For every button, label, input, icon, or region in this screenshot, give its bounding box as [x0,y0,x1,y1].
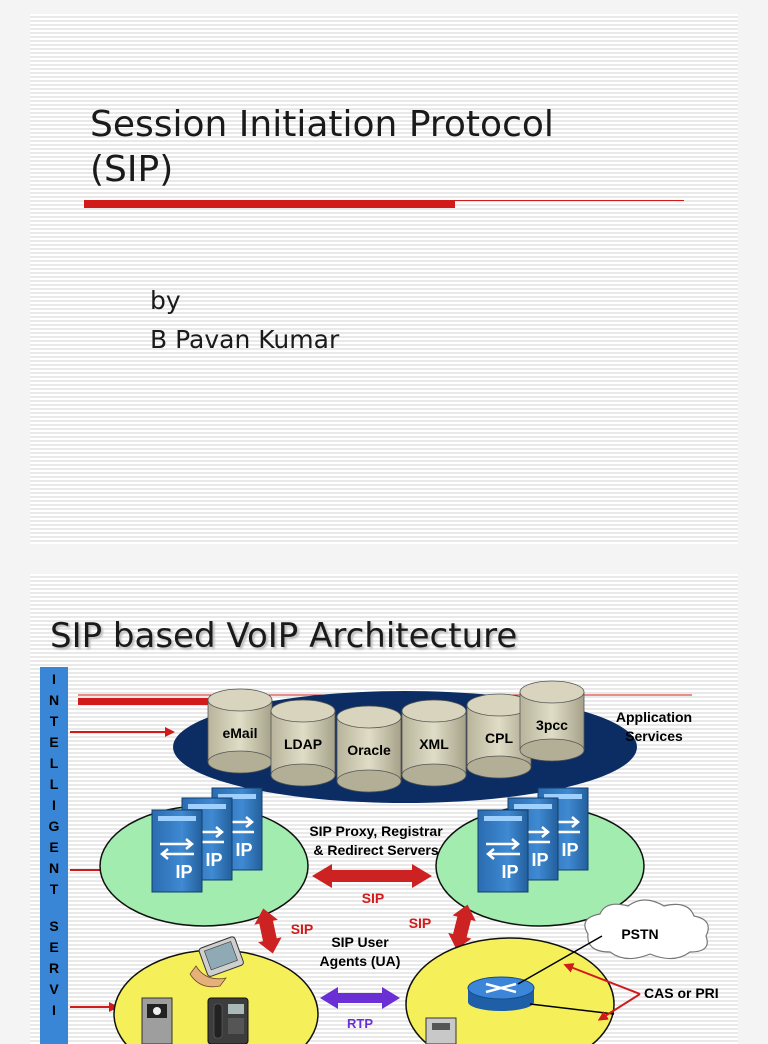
database-oracle: Oracle [336,705,402,793]
server-badge: IP [531,850,548,870]
router-pstn-line-1 [517,935,603,985]
ua-label-line2: Agents (UA) [320,953,401,969]
database-label: Oracle [347,742,391,758]
header-accent-bar [78,698,268,705]
pstn-cloud [584,899,709,960]
pc-icon [141,997,173,1044]
title-underline-thin [84,200,684,201]
server-badge: IP [561,840,578,860]
sidebar-letter-15: I [52,1002,56,1018]
sidebar-letter-2: T [50,713,59,729]
sip-server-icon: IP [477,809,529,893]
sip-server-stack-right: IP IP IP [477,787,589,893]
rtp-arrow [320,987,400,1009]
slide-title-line2: (SIP) [90,149,174,190]
database-label: CPL [485,730,513,746]
sidebar-letter-11: S [49,918,58,934]
sip-arrow-left-vertical [254,908,282,954]
server-label-line2: & Redirect Servers [313,842,439,858]
sip-server-stack-left: IP IP IP [151,787,263,893]
server-badge: IP [175,862,192,882]
sidebar-letter-13: R [49,960,59,976]
cas-pri-label: CAS or PRI [644,985,719,1001]
sidebar-letter-4: L [50,755,59,771]
ua-label-line1: SIP User [331,934,389,950]
title-underline-thick [84,200,455,208]
sip-server-icon: IP [151,809,203,893]
intelligent-services-sidebar [40,667,68,1044]
ip-phone-icon [207,997,249,1044]
server-label-line1: SIP Proxy, Registrar [309,823,443,839]
sip-label-left: SIP [291,921,314,937]
sidebar-letter-12: E [49,939,58,955]
sidebar-letter-14: V [49,981,59,997]
slide-title-line1: Session Initiation Protocol [90,104,554,145]
sidebar-letter-1: N [49,692,59,708]
sip-label-servers: SIP [362,890,385,906]
cas-pri-arrow-1 [563,963,641,995]
hand-icon [189,965,227,988]
slide-title: Session Initiation Protocol (SIP) [90,102,554,192]
sidebar-letter-0: I [52,671,56,687]
server-badge: IP [501,862,518,882]
sip-arrow-right-vertical [448,904,476,950]
database-label: LDAP [284,736,322,752]
database-ldap: LDAP [270,699,336,787]
database-email: eMail [207,688,273,774]
database-label: 3pcc [536,717,568,733]
sip-label-right: SIP [409,915,432,931]
sip-arrow-servers [312,864,432,888]
database-3pcc: 3pcc [519,680,585,762]
server-badge: IP [205,850,222,870]
slide-title: SIP based VoIP Architecture [50,616,518,656]
app-services-line2: Services [625,728,683,744]
sidebar-letter-5: L [50,776,59,792]
sidebar-letter-10: T [50,881,59,897]
database-xml: XML [401,699,467,787]
sidebar-letter-7: G [49,818,60,834]
sidebar-letter-9: N [49,860,59,876]
database-label: eMail [222,725,257,741]
cas-pri-arrow-2 [597,993,641,1021]
pda-device-icon [198,936,244,977]
sidebar-letter-6: I [52,797,56,813]
app-services-line1: Application [616,709,692,725]
sidebar-letter-3: E [49,734,58,750]
pstn-label: PSTN [621,926,658,942]
server-badge: IP [235,840,252,860]
database-label: XML [419,736,449,752]
sidebar-letter-8: E [49,839,58,855]
desk-phone-icon [425,1017,457,1044]
author-name: B Pavan Kumar [150,325,340,354]
title-slide: Session Initiation Protocol (SIP) by B P… [30,14,738,544]
by-text: by [150,286,181,315]
router-icon [467,976,535,1011]
